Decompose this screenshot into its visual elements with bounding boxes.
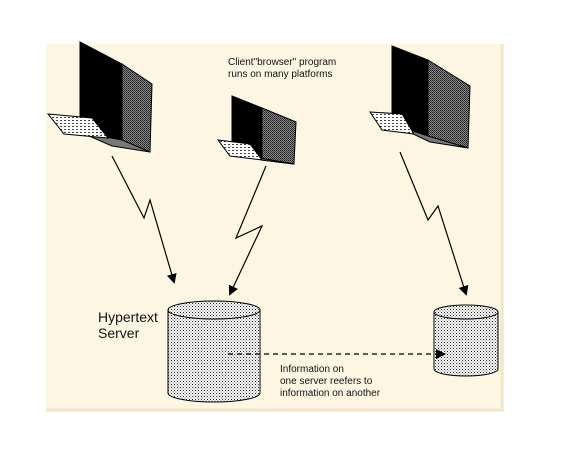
client-middle-computer-icon [216, 95, 297, 165]
lightning-arrow-right [399, 151, 469, 296]
link-note-line1: Information on [280, 364, 344, 375]
link-note-line2: one server reefers to [280, 376, 373, 387]
server-label-line2: Server [98, 325, 140, 341]
client-left-computer-icon [46, 41, 153, 153]
client-note-line1: Client"browser" program [228, 57, 336, 68]
client-note-line2: runs on many platforms [228, 69, 333, 80]
lightning-arrow-left [111, 155, 177, 284]
link-note-line3: information on another [280, 388, 381, 399]
server-label-line1: Hypertext [98, 309, 158, 325]
other-server-database-icon [433, 304, 499, 377]
hypertext-server-database-icon [167, 300, 261, 403]
client-right-computer-icon [369, 45, 471, 149]
lightning-arrow-middle [228, 165, 267, 296]
